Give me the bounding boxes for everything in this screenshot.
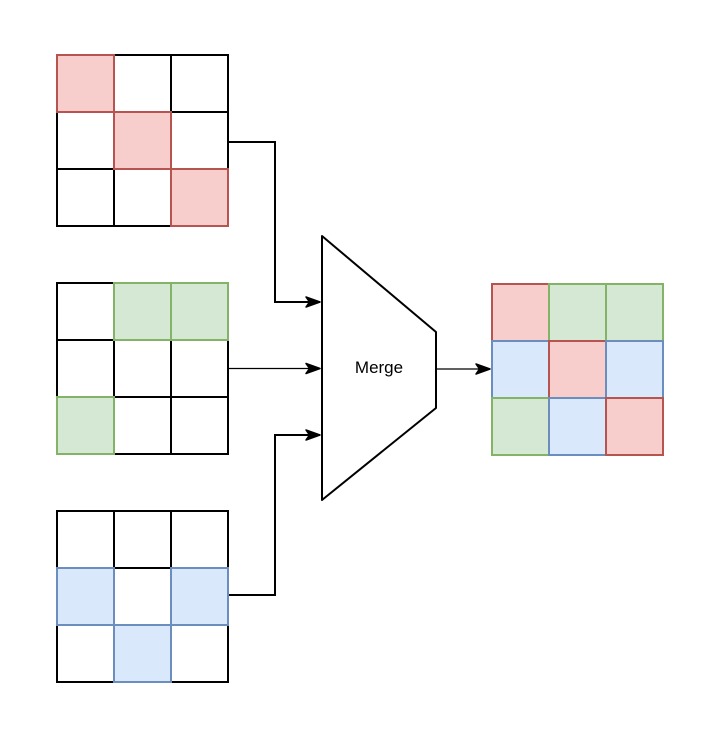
grid-cell-none xyxy=(113,567,172,626)
grid-cell-red xyxy=(605,397,664,456)
grid-cell-none xyxy=(113,396,172,455)
grid-cell-blue xyxy=(170,567,229,626)
grid-cell-none xyxy=(56,339,115,398)
grid-cell-none xyxy=(113,339,172,398)
grid-cell-none xyxy=(170,339,229,398)
connector-blue-input-arrow xyxy=(228,429,321,596)
grid-cell-green xyxy=(113,282,172,341)
grid-cell-none xyxy=(56,624,115,683)
grid-cell-none xyxy=(113,168,172,227)
grid-cell-none xyxy=(56,282,115,341)
grid-cell-blue xyxy=(548,397,607,456)
grid-cell-none xyxy=(56,510,115,569)
grid-cell-green xyxy=(170,282,229,341)
grid-cell-none xyxy=(170,396,229,455)
grid-cell-green xyxy=(605,283,664,342)
grid-cell-none xyxy=(170,111,229,170)
grid-cell-blue xyxy=(605,340,664,399)
grid-cell-red xyxy=(548,340,607,399)
grid-cell-blue xyxy=(491,340,550,399)
merge-funnel-label: Merge xyxy=(354,358,404,377)
grid-cell-none xyxy=(56,111,115,170)
grid-cell-none xyxy=(56,168,115,227)
grid-cell-green xyxy=(491,397,550,456)
grid-cell-red xyxy=(56,54,115,113)
grid-cell-none xyxy=(113,510,172,569)
grid-cell-red xyxy=(170,168,229,227)
grid-cell-none xyxy=(170,54,229,113)
grid-cell-none xyxy=(170,510,229,569)
input-grid-red xyxy=(56,54,229,227)
merge-funnel-shape xyxy=(321,235,437,501)
grid-cell-green xyxy=(56,396,115,455)
grid-cell-none xyxy=(113,54,172,113)
grid-cell-green xyxy=(548,283,607,342)
grid-cell-none xyxy=(170,624,229,683)
connector-red-input-arrow xyxy=(228,141,321,308)
grid-cell-blue xyxy=(113,624,172,683)
output-grid-merged xyxy=(491,283,664,456)
input-grid-blue xyxy=(56,510,229,683)
grid-cell-red xyxy=(491,283,550,342)
grid-cell-blue xyxy=(56,567,115,626)
input-grid-green xyxy=(56,282,229,455)
grid-cell-red xyxy=(113,111,172,170)
